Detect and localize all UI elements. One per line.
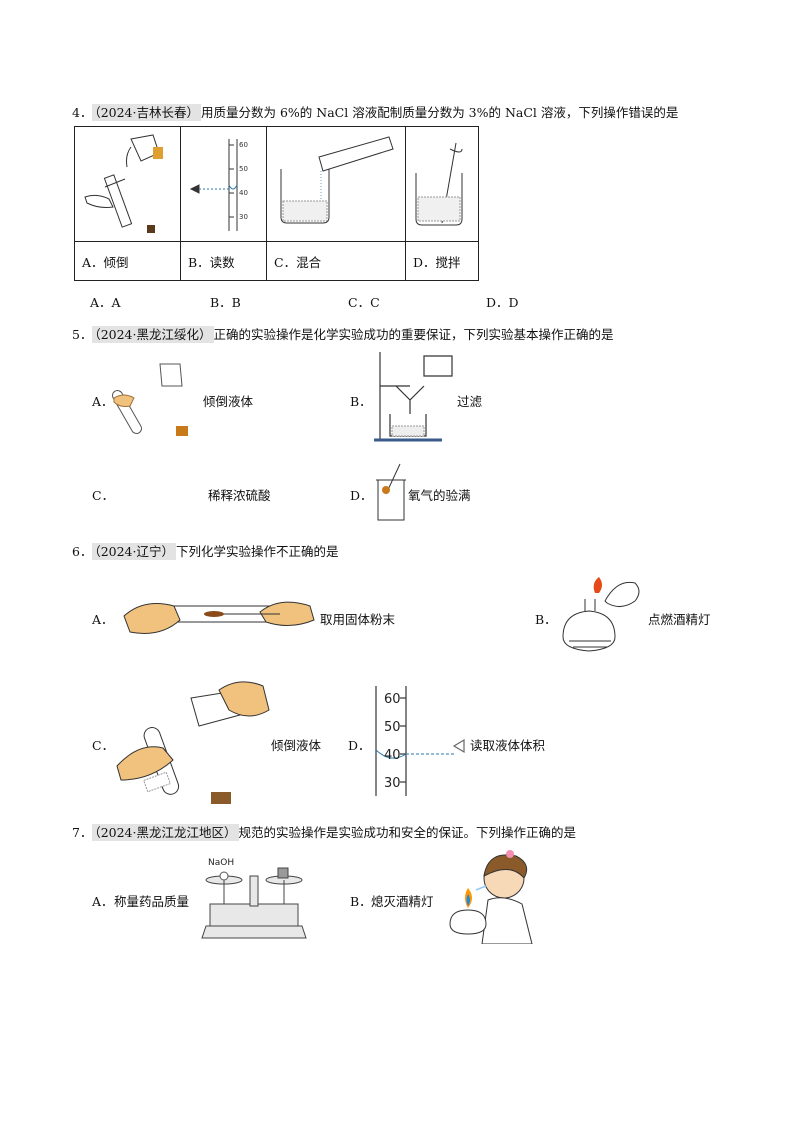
pour-into-cylinder-illustration [84, 134, 163, 233]
q4-choice-a[interactable]: A．A [90, 295, 121, 310]
q7-balance-illustration: NaOH [201, 858, 307, 939]
q5-option-c-letter[interactable]: C． [92, 488, 115, 503]
q6-option-c-letter[interactable]: C． [92, 738, 115, 753]
q4-image-c [266, 126, 406, 242]
q6-light-lamp-illustration [562, 577, 640, 652]
q6-option-d-letter[interactable]: D． [348, 738, 371, 753]
q7-option-a-text: 称量药品质量 [114, 894, 190, 909]
mix-in-beaker-illustration [280, 136, 394, 224]
q5-option-b-letter[interactable]: B． [350, 394, 372, 409]
q7-option-b-text: 熄灭酒精灯 [371, 894, 434, 909]
q4-caption-d: D．搅拌 [405, 241, 479, 281]
q6-stem: 下列化学实验操作不正确的是 [176, 544, 339, 559]
q6-number: 6． [72, 544, 93, 559]
q4-heading: 4．（2024·吉林长春）用质量分数为 6%的 NaCl 溶液配制质量分数为 3… [72, 102, 678, 121]
q5-option-d-text: 氧气的验满 [408, 488, 471, 503]
q5-option-c-text: 稀释浓硫酸 [208, 488, 271, 503]
q6-solid-powder-illustration [123, 601, 315, 634]
q5-pour-liquid-illustration [112, 363, 188, 436]
q5-heading: 5．（2024·黑龙江绥化）正确的实验操作是化学实验成功的重要保证，下列实验基本… [72, 324, 614, 343]
read-cylinder-illustration: 60 50 40 30 [189, 139, 248, 231]
q4-image-a [74, 126, 181, 242]
q7-option-a-letter[interactable]: A． [92, 894, 114, 909]
q5-source: （2024·黑龙江绥化） [92, 326, 214, 343]
stir-beaker-illustration [415, 142, 463, 226]
q6-option-a-letter[interactable]: A． [92, 612, 114, 627]
q4-choice-c[interactable]: C．C [348, 295, 380, 310]
q5-filter-illustration [374, 352, 453, 442]
q7-extinguish-lamp-illustration [449, 850, 533, 944]
q7-option-b-letter[interactable]: B． [350, 894, 372, 909]
q4-choice-d[interactable]: D．D [486, 295, 519, 310]
q5-number: 5． [72, 327, 93, 342]
q4-table: 60 50 40 30 [74, 126, 479, 281]
q6-heading: 6．（2024·辽宁）下列化学实验操作不正确的是 [72, 541, 339, 560]
q4-choice-b[interactable]: B．B [210, 295, 241, 310]
q5-option-b-text: 过滤 [457, 394, 483, 409]
scale-label: 60 [384, 692, 401, 707]
q6-option-a-text: 取用固体粉末 [320, 612, 396, 627]
q5-option-a-text: 倾倒液体 [203, 394, 254, 409]
q6-option-c-text: 倾倒液体 [271, 738, 322, 753]
q4-number: 4． [72, 105, 93, 120]
q7-stem: 规范的实验操作是实验成功和安全的保证。下列操作正确的是 [238, 825, 577, 840]
q6-option-b-text: 点燃酒精灯 [648, 612, 711, 627]
q7-number: 7． [72, 825, 93, 840]
scale-label: 60 [239, 141, 248, 149]
q5-option-a-letter[interactable]: A． [92, 394, 114, 409]
scale-label: 40 [239, 189, 248, 197]
q5-stem: 正确的实验操作是化学实验成功的重要保证，下列实验基本操作正确的是 [213, 327, 614, 342]
scale-label: 30 [384, 776, 401, 791]
q6-pour-liquid-illustration [116, 681, 270, 804]
q4-caption-b: B．读数 [180, 241, 267, 281]
q7-heading: 7．（2024·黑龙江龙江地区）规范的实验操作是实验成功和安全的保证。下列操作正… [72, 822, 576, 841]
q6-source: （2024·辽宁） [92, 543, 176, 560]
scale-label: 50 [239, 165, 248, 173]
q4-caption-a: A．倾倒 [74, 241, 181, 281]
scale-label: 30 [239, 213, 248, 221]
q6-read-volume-illustration: 60 50 40 30 [375, 686, 465, 796]
naoh-label: NaOH [208, 858, 234, 868]
q6-option-b-letter[interactable]: B． [535, 612, 557, 627]
q7-source: （2024·黑龙江龙江地区） [92, 824, 239, 841]
q4-image-d [405, 126, 479, 242]
q4-caption-c: C．混合 [266, 241, 406, 281]
q5-option-d-letter[interactable]: D． [350, 488, 373, 503]
q6-option-d-text: 读取液体体积 [470, 738, 546, 753]
scale-label: 40 [384, 748, 401, 763]
q4-stem: 用质量分数为 6%的 NaCl 溶液配制质量分数为 3%的 NaCl 溶液，下列… [201, 105, 679, 120]
q5-oxygen-test-illustration [376, 463, 406, 521]
q4-source: （2024·吉林长春） [92, 104, 201, 121]
q4-image-b: 60 50 40 30 [180, 126, 267, 242]
scale-label: 50 [384, 720, 401, 735]
